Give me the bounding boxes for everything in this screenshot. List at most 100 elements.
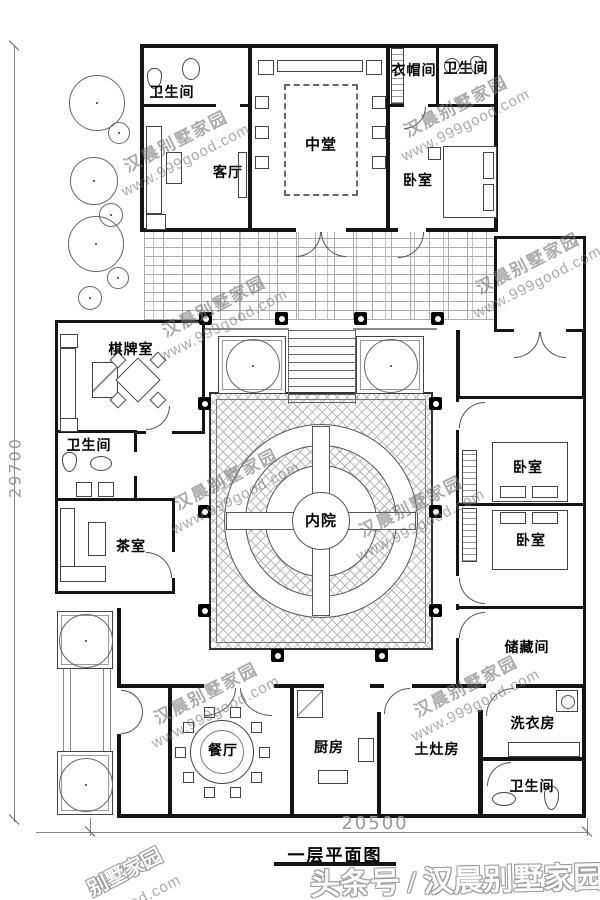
wardrobe-icon bbox=[462, 450, 477, 504]
room-label-kitchen: 厨房 bbox=[314, 741, 344, 756]
room-label-tea: 茶室 bbox=[116, 540, 146, 555]
chair-icon bbox=[372, 156, 386, 169]
tree-icon bbox=[78, 286, 102, 310]
wall bbox=[456, 330, 460, 396]
sink-icon bbox=[182, 58, 200, 80]
flagstone-paving bbox=[144, 232, 494, 320]
pillow-icon bbox=[500, 512, 526, 524]
door-arc bbox=[514, 332, 540, 358]
wall bbox=[248, 44, 252, 232]
counter-icon bbox=[318, 770, 348, 784]
chair-icon bbox=[175, 747, 186, 758]
toilet-icon bbox=[470, 56, 483, 74]
column-icon bbox=[375, 649, 388, 662]
room-vestibule bbox=[494, 236, 586, 332]
chair-icon bbox=[204, 787, 215, 798]
path-line bbox=[103, 668, 104, 752]
door-arc bbox=[540, 332, 566, 358]
wall bbox=[386, 104, 498, 107]
chair-icon bbox=[230, 787, 241, 798]
room-label-bath-bottom: 卫生间 bbox=[509, 780, 555, 795]
chair-icon bbox=[258, 60, 274, 75]
path-line bbox=[63, 668, 64, 752]
tree-icon bbox=[69, 75, 125, 131]
door-arc bbox=[121, 690, 143, 712]
extension-line bbox=[90, 818, 91, 836]
chair-icon bbox=[366, 60, 382, 75]
tree-icon bbox=[59, 758, 113, 812]
wall bbox=[377, 712, 381, 818]
armchair-icon bbox=[146, 214, 166, 230]
pillow-icon bbox=[483, 152, 494, 179]
tree-icon bbox=[59, 614, 113, 668]
chair-icon bbox=[251, 722, 262, 733]
room-label-bath-left: 卫生间 bbox=[66, 439, 112, 454]
branding-footer: 头条号 / 汉晨别墅家园 bbox=[309, 861, 600, 900]
wall bbox=[140, 44, 144, 232]
door-arc bbox=[384, 688, 410, 714]
washer-icon bbox=[556, 690, 578, 712]
path-line bbox=[110, 668, 111, 752]
pillow-icon bbox=[483, 184, 494, 211]
nightstand-icon bbox=[428, 147, 441, 160]
stove-icon bbox=[358, 738, 374, 762]
wall bbox=[290, 688, 294, 818]
sofa-icon bbox=[146, 126, 162, 214]
tree-icon bbox=[68, 216, 124, 272]
tree-icon bbox=[108, 122, 130, 144]
tea-table-icon bbox=[88, 522, 106, 556]
tree-icon bbox=[107, 267, 129, 289]
wall bbox=[140, 228, 252, 232]
room-label-courtyard: 内院 bbox=[302, 509, 340, 531]
dimension-line-bottom bbox=[36, 832, 588, 833]
toilet-icon bbox=[544, 786, 559, 810]
kitchen-sink-icon bbox=[297, 690, 323, 718]
toilet-icon bbox=[62, 452, 77, 472]
room-label-living: 客厅 bbox=[213, 166, 243, 181]
sofa-icon bbox=[60, 348, 76, 420]
stairs-icon bbox=[288, 330, 356, 404]
tree-icon bbox=[70, 157, 118, 205]
hall-carpet bbox=[284, 84, 358, 196]
wall bbox=[120, 814, 586, 818]
room-label-dining: 餐厅 bbox=[208, 744, 238, 759]
door-arc bbox=[240, 688, 272, 716]
branding-fragment: 别墅家园 bbox=[84, 844, 166, 900]
chair-icon bbox=[255, 96, 269, 109]
room-label-bath-top-right: 卫生间 bbox=[443, 62, 489, 77]
chair-icon bbox=[251, 772, 262, 783]
column-icon bbox=[198, 505, 211, 518]
chair-icon bbox=[230, 707, 241, 718]
armchair-icon bbox=[60, 418, 78, 432]
wall bbox=[483, 757, 586, 761]
altar-table-icon bbox=[277, 60, 363, 72]
tree-icon bbox=[364, 339, 418, 393]
extension-line bbox=[587, 818, 588, 836]
courtyard-edge bbox=[205, 328, 289, 330]
chair-icon bbox=[372, 126, 386, 139]
column-icon bbox=[431, 312, 444, 325]
coffee-table-icon bbox=[166, 152, 182, 184]
sink-icon bbox=[492, 792, 516, 806]
column-icon bbox=[198, 397, 211, 410]
door-arc bbox=[121, 712, 143, 734]
wall bbox=[386, 44, 390, 232]
counter-icon bbox=[508, 742, 580, 757]
title-underline bbox=[274, 862, 396, 866]
courtyard-edge bbox=[353, 328, 437, 330]
wall bbox=[494, 44, 498, 232]
pillow-icon bbox=[500, 486, 526, 498]
column-icon bbox=[429, 397, 442, 410]
pillow-icon bbox=[532, 512, 558, 524]
dimension-height: 29700 bbox=[5, 437, 25, 498]
toilet-icon bbox=[147, 68, 162, 89]
sink-icon bbox=[444, 58, 460, 74]
chair-icon bbox=[98, 482, 114, 497]
tv-cabinet-icon bbox=[238, 152, 247, 198]
chair-icon bbox=[183, 772, 194, 783]
wall bbox=[140, 44, 498, 48]
room-label-cloakroom: 衣帽间 bbox=[391, 64, 437, 79]
column-icon bbox=[354, 312, 367, 325]
